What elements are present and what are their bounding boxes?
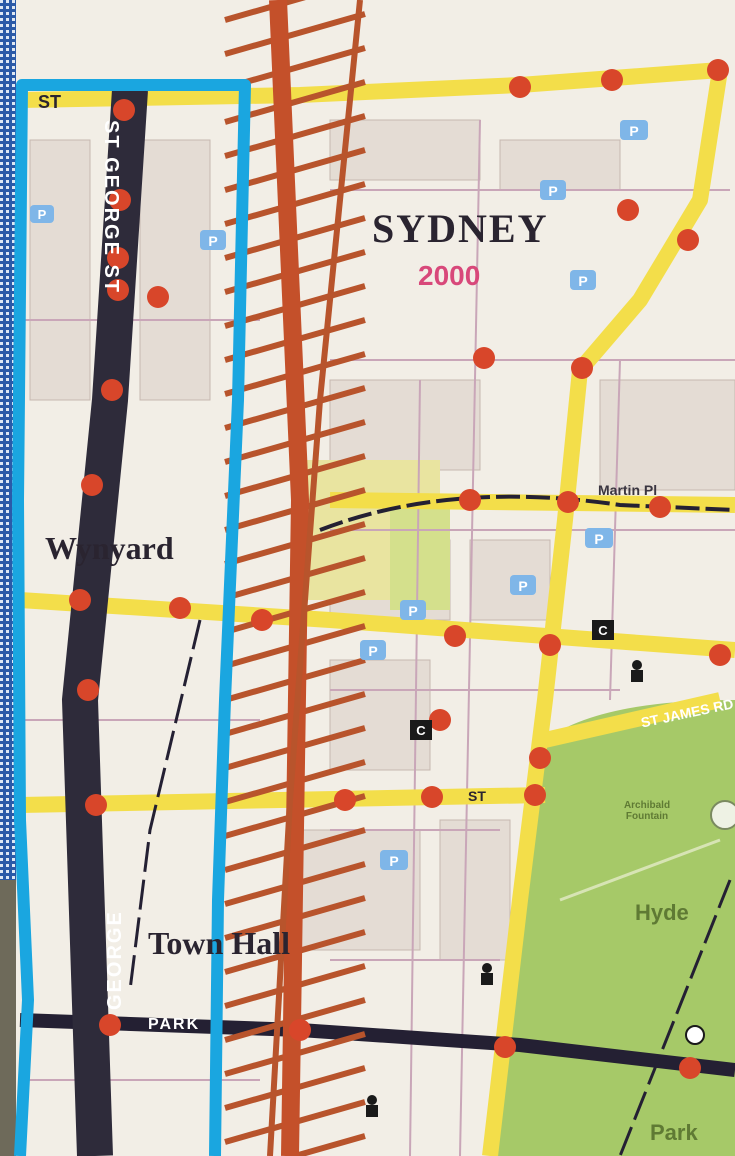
intersection-dot bbox=[101, 379, 123, 401]
george-street bbox=[61, 88, 148, 1156]
parking-icons: P P P P P P P P P P bbox=[30, 120, 648, 870]
orange-route-main bbox=[269, 0, 310, 1156]
svg-text:C: C bbox=[598, 623, 608, 638]
svg-text:P: P bbox=[389, 853, 398, 869]
intersection-dot bbox=[421, 786, 443, 808]
intersection-dot bbox=[107, 279, 129, 301]
parking-icon[interactable]: P bbox=[540, 180, 566, 200]
intersection-dot bbox=[539, 634, 561, 656]
svg-text:P: P bbox=[548, 183, 557, 199]
intersection-dot bbox=[601, 69, 623, 91]
intersection-dot bbox=[524, 784, 546, 806]
intersection-dot bbox=[113, 99, 135, 121]
hatch-stripe bbox=[284, 1133, 366, 1156]
intersection-dot bbox=[169, 597, 191, 619]
road-elizabeth bbox=[482, 369, 588, 1156]
rail-line-diagonal bbox=[128, 619, 202, 991]
intersection-dot bbox=[617, 199, 639, 221]
parking-icon[interactable]: P bbox=[620, 120, 648, 140]
intersection-dot bbox=[289, 1019, 311, 1041]
compass-icon bbox=[685, 1025, 705, 1045]
hatch-stripe bbox=[224, 0, 306, 23]
hatch-stripe bbox=[224, 11, 366, 57]
intersection-dot bbox=[707, 59, 729, 81]
svg-text:P: P bbox=[518, 578, 527, 594]
intersection-dot bbox=[107, 247, 129, 269]
parking-icon[interactable]: P bbox=[510, 575, 536, 595]
left-edge-strip bbox=[0, 0, 16, 1156]
intersection-dot bbox=[649, 496, 671, 518]
fountain-icon bbox=[710, 800, 735, 830]
parking-icon[interactable]: P bbox=[360, 640, 386, 660]
svg-text:P: P bbox=[368, 643, 377, 659]
info-icon[interactable]: C bbox=[592, 620, 614, 640]
intersection-dot bbox=[81, 474, 103, 496]
station-block bbox=[390, 500, 450, 610]
road-st-james bbox=[543, 692, 722, 748]
intersection-dot bbox=[677, 229, 699, 251]
parking-icon[interactable]: P bbox=[570, 270, 596, 290]
intersection-dot bbox=[334, 789, 356, 811]
intersection-dot bbox=[251, 609, 273, 631]
intersection-dot bbox=[509, 76, 531, 98]
parking-icon[interactable]: P bbox=[200, 230, 226, 250]
intersection-dot bbox=[85, 794, 107, 816]
intersection-dots bbox=[69, 59, 731, 1079]
intersection-dot bbox=[709, 644, 731, 666]
person-icon bbox=[631, 660, 643, 682]
person-icon bbox=[481, 963, 493, 985]
svg-text:P: P bbox=[208, 233, 217, 249]
intersection-dot bbox=[109, 189, 131, 211]
parking-icon[interactable]: P bbox=[30, 205, 54, 223]
intersection-dot bbox=[99, 1014, 121, 1036]
svg-text:P: P bbox=[594, 531, 603, 547]
intersection-dot bbox=[147, 286, 169, 308]
svg-text:P: P bbox=[408, 603, 417, 619]
hyde-park-area bbox=[495, 700, 735, 1156]
intersection-dot bbox=[77, 679, 99, 701]
intersection-dot bbox=[529, 747, 551, 769]
svg-text:C: C bbox=[416, 723, 426, 738]
blue-route-outline bbox=[12, 79, 251, 1156]
intersection-dot bbox=[679, 1057, 701, 1079]
svg-text:P: P bbox=[38, 207, 47, 222]
intersection-dot bbox=[473, 347, 495, 369]
info-icon[interactable]: C bbox=[410, 720, 432, 740]
orange-route-edge bbox=[267, 0, 363, 1156]
intersection-dot bbox=[69, 589, 91, 611]
rail-hyde-diagonal bbox=[618, 879, 732, 1156]
parking-icon[interactable]: P bbox=[585, 528, 613, 548]
road-market-band bbox=[19, 787, 546, 813]
parking-icon[interactable]: P bbox=[380, 850, 408, 870]
rail-lines bbox=[19, 494, 735, 1156]
minor-streets bbox=[20, 119, 735, 1156]
intersection-dot bbox=[494, 1036, 516, 1058]
intersection-dot bbox=[429, 709, 451, 731]
park-path bbox=[559, 838, 721, 902]
svg-text:P: P bbox=[629, 123, 638, 139]
rail-park-st bbox=[19, 1013, 735, 1077]
person-icon bbox=[366, 1095, 378, 1117]
intersection-dot bbox=[557, 491, 579, 513]
parking-icon[interactable]: P bbox=[400, 600, 426, 620]
intersection-dot bbox=[459, 489, 481, 511]
svg-text:P: P bbox=[578, 273, 587, 289]
road-hunter bbox=[329, 492, 735, 513]
intersection-dot bbox=[571, 357, 593, 379]
road-macquarie bbox=[573, 68, 728, 376]
intersection-dot bbox=[444, 625, 466, 647]
